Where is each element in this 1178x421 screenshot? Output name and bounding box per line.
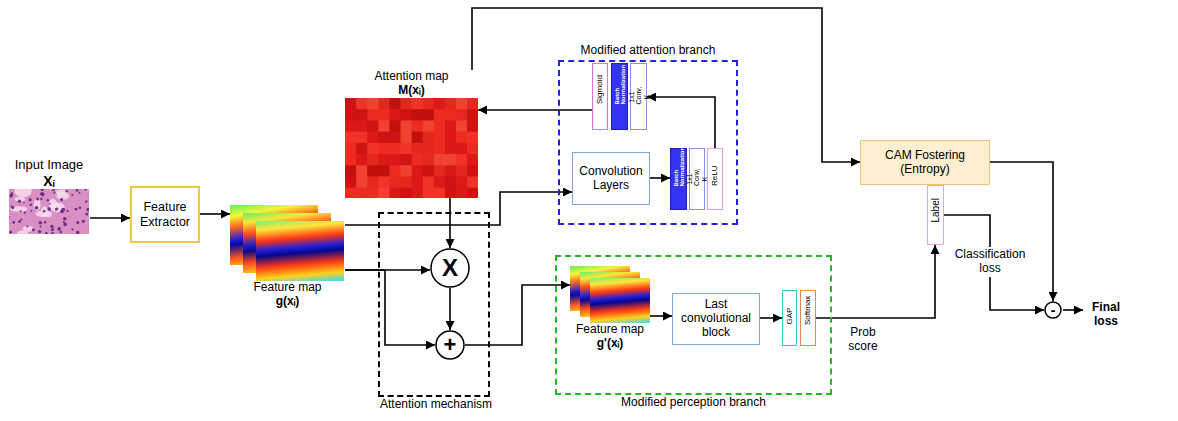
vertical-text: Sigmoid <box>596 90 604 104</box>
branch-group: Modified attention branchConvolution Lay… <box>558 60 738 225</box>
operator-symbol: X <box>442 256 458 280</box>
layer-box: Batch Normalization <box>670 148 687 210</box>
feature-stack <box>570 266 650 323</box>
vertical-text: ReLU <box>711 172 719 186</box>
connector <box>449 288 451 330</box>
heatmap-image <box>345 98 478 198</box>
feature-map: Feature mapg'(xᵢ) <box>570 266 650 351</box>
image-caption: g'(xᵢ) <box>597 337 624 351</box>
connector <box>472 8 860 162</box>
layer-box: 1x1 Conv, K <box>689 148 705 210</box>
loss-box: CAM Fostering (Entropy) <box>860 140 990 185</box>
connector <box>650 177 670 179</box>
attention-map: Attention mapM(xᵢ) <box>345 70 478 198</box>
connector <box>345 270 435 345</box>
image-caption: Feature map <box>576 323 644 337</box>
vertical-text: GAP <box>785 312 793 325</box>
circle-shape <box>1045 302 1061 318</box>
connector <box>944 215 1044 310</box>
output-label: Final loss <box>1086 301 1126 329</box>
vertical-text: Batch Normalization <box>672 172 685 187</box>
connector <box>90 217 130 219</box>
vertical-text: Label <box>930 208 941 223</box>
label-box: Label <box>927 185 944 245</box>
connector <box>449 198 451 248</box>
feature-layer <box>256 221 344 281</box>
circle-shape <box>436 331 464 359</box>
connector <box>760 317 782 319</box>
layer-box: GAP <box>782 290 797 346</box>
vertical-text: Batch Normalization <box>613 89 626 104</box>
histology-image <box>9 189 89 234</box>
input-image: Input ImageXᵢ <box>8 158 90 234</box>
circle-shape <box>431 249 469 287</box>
layer-box: ReLU <box>707 148 723 210</box>
connector <box>200 213 230 215</box>
image-caption: Input Image <box>15 158 84 173</box>
box-text: CAM Fostering (Entropy) <box>864 149 986 177</box>
edge-label: Classification loss <box>950 247 1030 277</box>
layer-box: Softmax <box>800 290 816 346</box>
box-text: Last convolutional block <box>676 298 756 339</box>
layer-box: Batch Normalization <box>611 63 628 130</box>
feature-map: Feature mapg(xᵢ) <box>230 205 345 309</box>
process-box: Last convolutional block <box>672 293 760 345</box>
output-arrow <box>1063 309 1083 311</box>
operator-circle: + <box>435 330 465 360</box>
image-caption: Xᵢ <box>43 173 54 189</box>
group-caption: Attention mechanism <box>380 398 488 412</box>
image-caption: Feature map <box>253 281 321 295</box>
connector <box>990 162 1053 301</box>
vertical-text: 1x1 Conv, K <box>627 89 649 104</box>
connector <box>650 315 672 317</box>
vertical-text: 1x1 Conv, K <box>686 172 708 186</box>
feature-layer <box>590 278 650 323</box>
layer-box: Sigmoid <box>592 63 608 130</box>
connector <box>647 97 715 148</box>
connector <box>816 245 935 318</box>
mechanism-group: Attention mechanismX+ <box>378 212 490 397</box>
group-caption: Modified attention branch <box>581 44 716 58</box>
connector <box>478 109 592 111</box>
box-text: Feature Extractor <box>135 200 195 229</box>
process-box: Feature Extractor <box>130 186 200 243</box>
vertical-text: Softmax <box>804 311 812 325</box>
edge-label: Prob score <box>843 326 883 354</box>
image-caption: g(xᵢ) <box>276 295 300 309</box>
operator-symbol: + <box>444 334 457 356</box>
layer-box: 1x1 Conv, K <box>630 63 647 130</box>
feature-stack <box>230 205 345 281</box>
branch-group: Modified perception branchFeature mapg'(… <box>555 255 832 395</box>
operator-circle: X <box>430 248 470 288</box>
group-caption: Modified perception branch <box>621 396 766 410</box>
process-box: Convolution Layers <box>572 152 650 205</box>
box-text: Convolution Layers <box>576 165 646 193</box>
image-caption: Attention map <box>374 70 448 84</box>
image-caption: M(xᵢ) <box>398 84 424 98</box>
operator-symbol: - <box>1051 303 1056 317</box>
operator-circle: - <box>1044 301 1062 319</box>
